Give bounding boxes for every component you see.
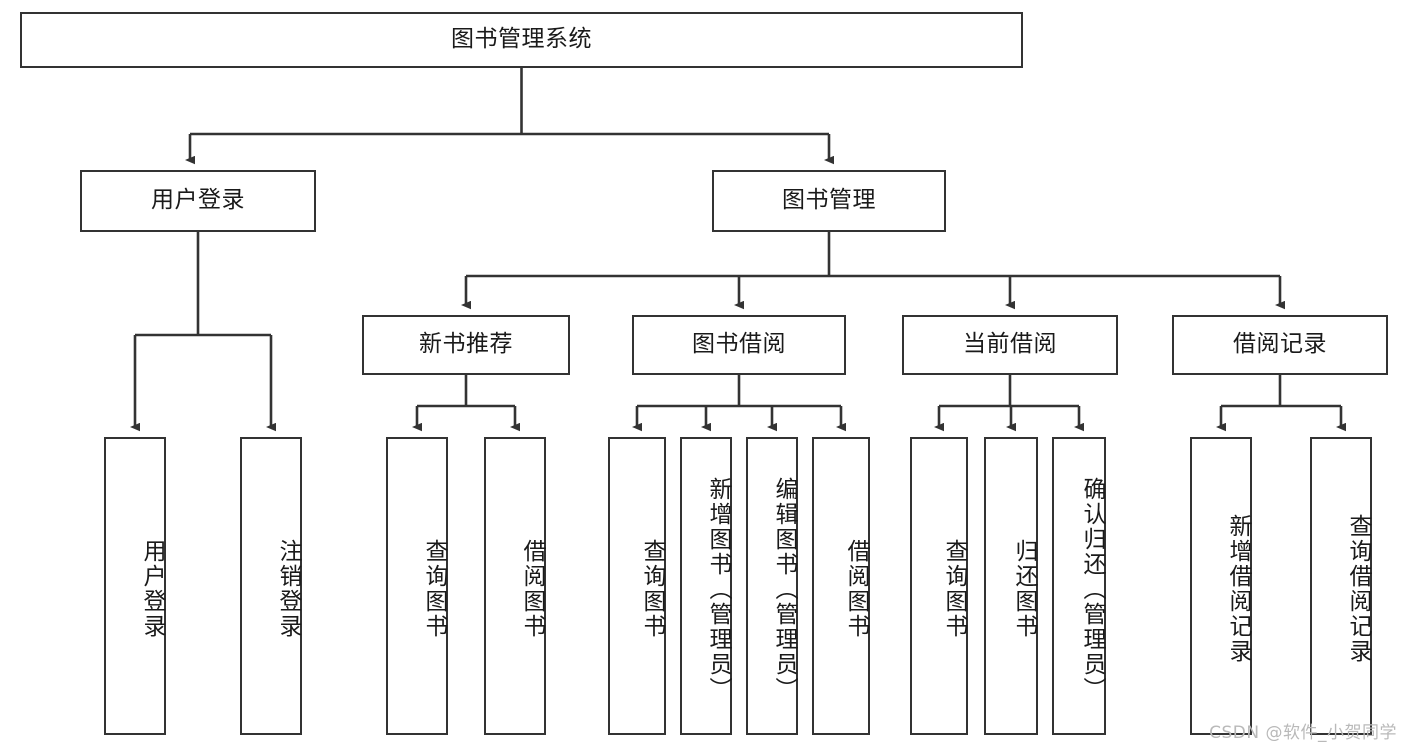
- node-leaf-borrow-book-1[interactable]: 借阅图书: [484, 437, 546, 735]
- node-book-borrow[interactable]: 图书借阅: [632, 315, 846, 375]
- node-leaf-return-book-label: 归还图书: [1011, 539, 1037, 639]
- node-leaf-add-record[interactable]: 新增借阅记录: [1190, 437, 1252, 735]
- edge-group-book-manage: [461, 232, 1285, 310]
- edge-group-book-borrow: [632, 375, 846, 432]
- node-leaf-add-book[interactable]: 新增图书（管理员）: [680, 437, 732, 735]
- node-leaf-confirm-return-label: 确认归还（管理员）: [1079, 476, 1105, 702]
- node-leaf-user-login-label: 用户登录: [139, 539, 165, 639]
- node-new-book-rec[interactable]: 新书推荐: [362, 315, 570, 375]
- edge-group-borrow-record: [1216, 375, 1346, 432]
- node-leaf-user-logout-label: 注销登录: [275, 539, 301, 639]
- node-leaf-query-book-1-label: 查询图书: [421, 539, 447, 639]
- watermark-text: CSDN @软件_小贺同学: [1209, 723, 1397, 743]
- node-leaf-borrow-book-2[interactable]: 借阅图书: [812, 437, 870, 735]
- node-leaf-add-record-label: 新增借阅记录: [1225, 514, 1251, 664]
- node-leaf-query-record-label: 查询借阅记录: [1345, 514, 1371, 664]
- node-root[interactable]: 图书管理系统: [20, 12, 1023, 68]
- node-root-label: 图书管理系统: [451, 26, 592, 53]
- node-borrow-record[interactable]: 借阅记录: [1172, 315, 1388, 375]
- node-new-book-rec-label: 新书推荐: [419, 331, 513, 358]
- node-leaf-user-login[interactable]: 用户登录: [104, 437, 166, 735]
- node-leaf-query-record[interactable]: 查询借阅记录: [1310, 437, 1372, 735]
- node-user-login-label: 用户登录: [151, 187, 245, 214]
- node-leaf-query-book-3-label: 查询图书: [941, 539, 967, 639]
- node-book-manage-label: 图书管理: [782, 187, 876, 214]
- node-leaf-confirm-return[interactable]: 确认归还（管理员）: [1052, 437, 1106, 735]
- node-leaf-user-logout[interactable]: 注销登录: [240, 437, 302, 735]
- node-book-borrow-label: 图书借阅: [692, 331, 786, 358]
- edge-group-new-book-rec: [412, 375, 520, 432]
- node-book-manage[interactable]: 图书管理: [712, 170, 946, 232]
- node-leaf-query-book-2[interactable]: 查询图书: [608, 437, 666, 735]
- node-leaf-return-book[interactable]: 归还图书: [984, 437, 1038, 735]
- edge-group-user-login: [130, 232, 276, 432]
- node-borrow-record-label: 借阅记录: [1233, 331, 1327, 358]
- node-leaf-borrow-book-1-label: 借阅图书: [519, 539, 545, 639]
- node-current-borrow-label: 当前借阅: [963, 331, 1057, 358]
- node-leaf-query-book-3[interactable]: 查询图书: [910, 437, 968, 735]
- node-leaf-query-book-1[interactable]: 查询图书: [386, 437, 448, 735]
- node-leaf-query-book-2-label: 查询图书: [639, 539, 665, 639]
- node-user-login[interactable]: 用户登录: [80, 170, 316, 232]
- edge-group-root: [185, 68, 834, 165]
- node-leaf-add-book-label: 新增图书（管理员）: [705, 476, 731, 702]
- node-current-borrow[interactable]: 当前借阅: [902, 315, 1118, 375]
- node-leaf-edit-book[interactable]: 编辑图书（管理员）: [746, 437, 798, 735]
- node-leaf-edit-book-label: 编辑图书（管理员）: [771, 476, 797, 702]
- edge-group-current-borrow: [934, 375, 1084, 432]
- node-leaf-borrow-book-2-label: 借阅图书: [843, 539, 869, 639]
